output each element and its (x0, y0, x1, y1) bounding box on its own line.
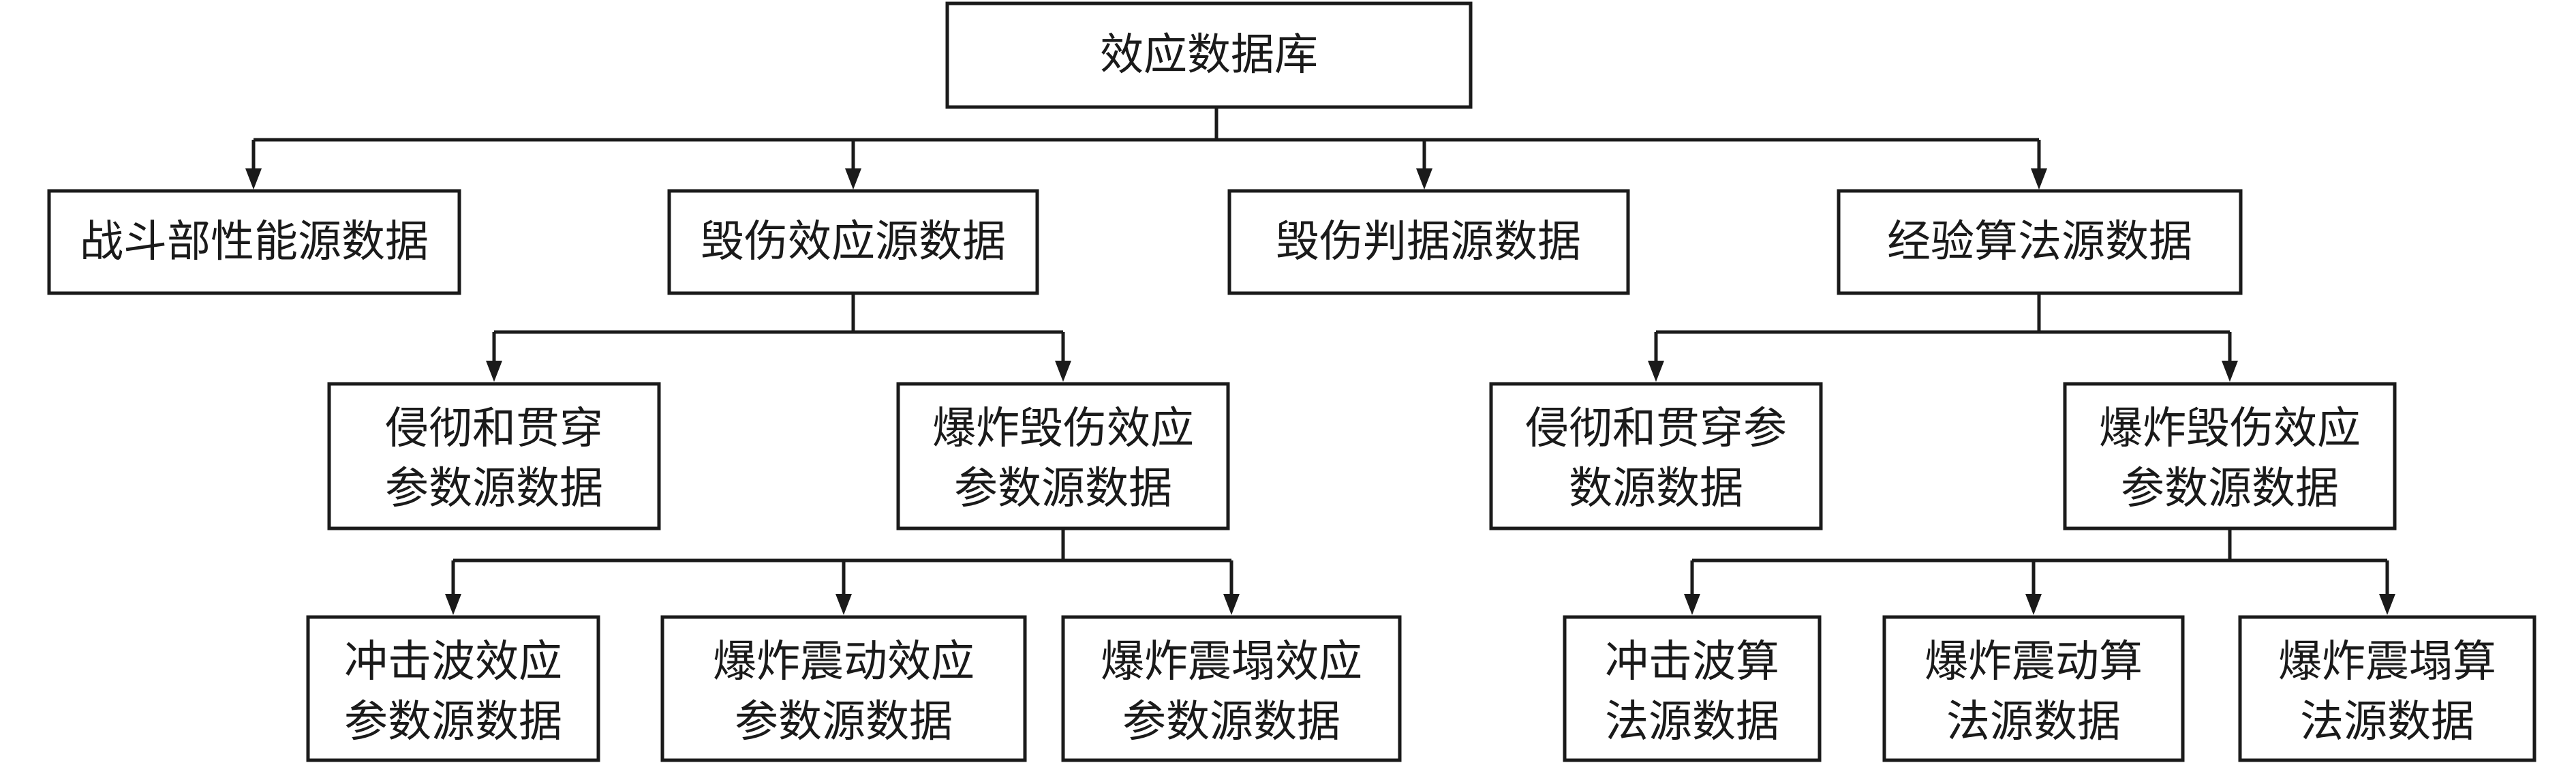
node-penetration-algo-params: 侵彻和贯穿参 数源数据 (1489, 382, 1823, 530)
arrow-to-shockwave-algo (1684, 594, 1700, 615)
arrow-to-shockwave-effect (445, 594, 461, 615)
node-collapse-effect-line2: 参数源数据 (1122, 697, 1340, 747)
node-root-label: 效应数据库 (1100, 30, 1318, 80)
node-explosion-algo-params-line1: 爆炸毁伤效应 (2099, 404, 2361, 454)
arrow-to-explosion-params (1055, 361, 1071, 382)
arrow-to-penetration-algo-params (1648, 361, 1664, 382)
arrow-to-collapse-effect (1223, 594, 1240, 615)
node-collapse-effect-line1: 爆炸震塌效应 (1101, 637, 1362, 687)
arrow-to-vibration-algo (2025, 594, 2042, 615)
node-damage-criteria: 毁伤判据源数据 (1227, 189, 1630, 295)
node-penetration-params-line1: 侵彻和贯穿 (385, 404, 603, 454)
node-vibration-effect-line1: 爆炸震动效应 (713, 637, 975, 687)
node-damage-effect-label: 毁伤效应源数据 (701, 217, 1006, 267)
node-explosion-algo-params: 爆炸毁伤效应 参数源数据 (2063, 382, 2397, 530)
node-empirical-algo-label: 经验算法源数据 (1887, 217, 2192, 267)
node-shockwave-effect-line2: 参数源数据 (344, 697, 562, 747)
node-shockwave-algo-line2: 法源数据 (1605, 697, 1779, 747)
arrow-to-damage-criteria (1416, 168, 1432, 190)
arrow-to-collapse-algo (2379, 594, 2395, 615)
node-root: 效应数据库 (945, 1, 1473, 109)
node-damage-effect: 毁伤效应源数据 (667, 189, 1039, 295)
node-warhead: 战斗部性能源数据 (47, 189, 461, 295)
node-vibration-algo-line1: 爆炸震动算 (1925, 637, 2143, 687)
node-empirical-algo: 经验算法源数据 (1837, 189, 2243, 295)
node-explosion-params-line2: 参数源数据 (954, 464, 1172, 514)
node-shockwave-effect: 冲击波效应 参数源数据 (306, 615, 600, 762)
node-penetration-algo-params-line2: 数源数据 (1569, 464, 1743, 514)
arrow-to-vibration-effect (835, 594, 852, 615)
node-collapse-algo-line1: 爆炸震塌算 (2278, 637, 2496, 687)
node-penetration-params-line2: 参数源数据 (385, 464, 603, 514)
arrow-to-empirical-algo (2031, 168, 2047, 190)
node-vibration-algo-line2: 法源数据 (1946, 697, 2121, 747)
node-collapse-algo-line2: 法源数据 (2300, 697, 2474, 747)
node-explosion-algo-params-line2: 参数源数据 (2121, 464, 2339, 514)
node-explosion-params-line1: 爆炸毁伤效应 (932, 404, 1194, 454)
node-penetration-algo-params-line1: 侵彻和贯穿参 (1525, 404, 1787, 454)
arrow-to-warhead (245, 168, 262, 190)
node-vibration-effect: 爆炸震动效应 参数源数据 (660, 615, 1027, 762)
node-vibration-effect-line2: 参数源数据 (735, 697, 953, 747)
node-warhead-label: 战斗部性能源数据 (80, 217, 429, 267)
node-collapse-effect: 爆炸震塌效应 参数源数据 (1061, 615, 1402, 762)
node-shockwave-algo: 冲击波算 法源数据 (1563, 615, 1822, 762)
node-penetration-params: 侵彻和贯穿 参数源数据 (327, 382, 661, 530)
arrow-to-penetration-params (486, 361, 502, 382)
node-shockwave-algo-line1: 冲击波算 (1605, 637, 1779, 687)
node-damage-criteria-label: 毁伤判据源数据 (1276, 217, 1581, 267)
node-shockwave-effect-line1: 冲击波效应 (344, 637, 562, 687)
node-collapse-algo: 爆炸震塌算 法源数据 (2238, 615, 2536, 762)
arrow-to-damage-effect (845, 168, 861, 190)
node-vibration-algo: 爆炸震动算 法源数据 (1882, 615, 2185, 762)
arrow-to-explosion-algo-params (2222, 361, 2238, 382)
node-explosion-params: 爆炸毁伤效应 参数源数据 (896, 382, 1230, 530)
